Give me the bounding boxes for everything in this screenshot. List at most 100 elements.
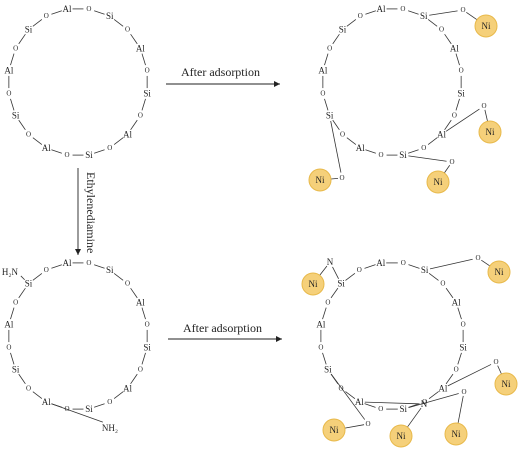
bond	[364, 264, 376, 269]
atom-o: O	[6, 344, 11, 352]
bond	[18, 119, 26, 131]
bond	[330, 177, 339, 180]
ni-ion-circle	[426, 170, 450, 194]
bond	[408, 393, 459, 408]
atom-o: O	[340, 130, 345, 138]
arrowhead-bottom	[276, 336, 282, 342]
reaction-arrows	[75, 81, 282, 342]
bond	[443, 165, 451, 174]
atom-si: Si	[337, 279, 345, 289]
atom-o: O	[13, 44, 18, 52]
atom-o: O	[460, 6, 465, 14]
bond	[113, 137, 124, 145]
atom-al: Al	[355, 397, 364, 407]
bond	[51, 149, 62, 154]
ni-ion-circle	[487, 260, 511, 284]
atom-o: O	[339, 174, 344, 182]
atom-o: O	[26, 130, 31, 138]
bond	[10, 53, 15, 66]
bond	[141, 98, 146, 111]
bond	[51, 403, 103, 423]
atom-nh2: NH₂	[102, 423, 118, 433]
atom-o: O	[145, 320, 150, 328]
bond	[427, 19, 438, 27]
bond	[94, 10, 105, 15]
atom-o: O	[461, 320, 466, 328]
atom-o: O	[44, 266, 49, 274]
atom-o: O	[358, 12, 363, 20]
atom-o: O	[325, 298, 330, 306]
atom-o: O	[379, 151, 384, 159]
atom-al: Al	[376, 258, 385, 268]
atom-o: O	[138, 112, 143, 120]
atom-si: Si	[143, 343, 151, 353]
atom-al: Al	[318, 65, 327, 75]
bond	[319, 265, 328, 276]
bond	[429, 10, 458, 16]
bond	[330, 373, 366, 420]
bond	[332, 33, 340, 45]
atom-o: O	[452, 112, 457, 120]
bond	[455, 98, 460, 111]
atom-o: O	[107, 144, 112, 152]
bond	[130, 373, 138, 385]
atom-o: O	[6, 90, 11, 98]
bond	[130, 33, 138, 45]
atom-al: Al	[4, 65, 13, 75]
atom-al: Al	[438, 383, 447, 393]
bond	[427, 137, 438, 145]
atom-o: O	[481, 102, 486, 110]
bond	[445, 373, 454, 385]
bond	[408, 10, 419, 15]
atom-al: Al	[136, 297, 145, 307]
bond	[457, 352, 462, 365]
bond	[408, 149, 419, 154]
bond	[365, 149, 376, 154]
bond	[322, 352, 327, 365]
bond	[447, 364, 492, 387]
bond	[10, 98, 15, 111]
atom-o: O	[401, 259, 406, 267]
bond	[324, 53, 329, 66]
bond	[445, 108, 480, 132]
atom-o: O	[422, 398, 427, 406]
atom-si: Si	[106, 265, 114, 275]
bond	[345, 391, 356, 399]
ni-ion-circle	[301, 272, 325, 296]
ni-ion-circle	[444, 422, 468, 446]
atom-n: N	[421, 399, 428, 409]
atom-si: Si	[25, 279, 33, 289]
atom-o: O	[439, 26, 444, 34]
bond	[94, 264, 105, 269]
atom-o: O	[493, 358, 498, 366]
bond	[466, 11, 478, 21]
atom-al: Al	[452, 297, 461, 307]
atom-o: O	[421, 144, 426, 152]
atom-o: O	[318, 344, 323, 352]
bond	[32, 19, 43, 27]
atom-o: O	[339, 384, 344, 392]
bond	[330, 120, 342, 173]
ni-ion-circle	[494, 372, 518, 396]
ni-ion-label: Ni	[495, 267, 504, 277]
bond	[444, 33, 452, 45]
after-adsorption-label-top: After adsorption	[181, 65, 260, 79]
atom-o: O	[65, 151, 70, 159]
atom-si: Si	[143, 89, 151, 99]
ni-ion-label: Ni	[482, 21, 491, 31]
atom-o: O	[138, 366, 143, 374]
atom-si: Si	[106, 11, 114, 21]
atom-si: Si	[12, 365, 20, 375]
atom-si: Si	[25, 25, 33, 35]
bond	[346, 19, 357, 27]
atom-o: O	[449, 158, 454, 166]
atom-al: Al	[123, 129, 132, 139]
ethylenediamine-label: Ethylenediamine	[84, 172, 98, 253]
atom-al: Al	[136, 43, 145, 53]
atom-o: O	[475, 254, 480, 262]
bond	[365, 10, 376, 15]
atom-o: O	[459, 66, 464, 74]
bond	[457, 395, 464, 424]
